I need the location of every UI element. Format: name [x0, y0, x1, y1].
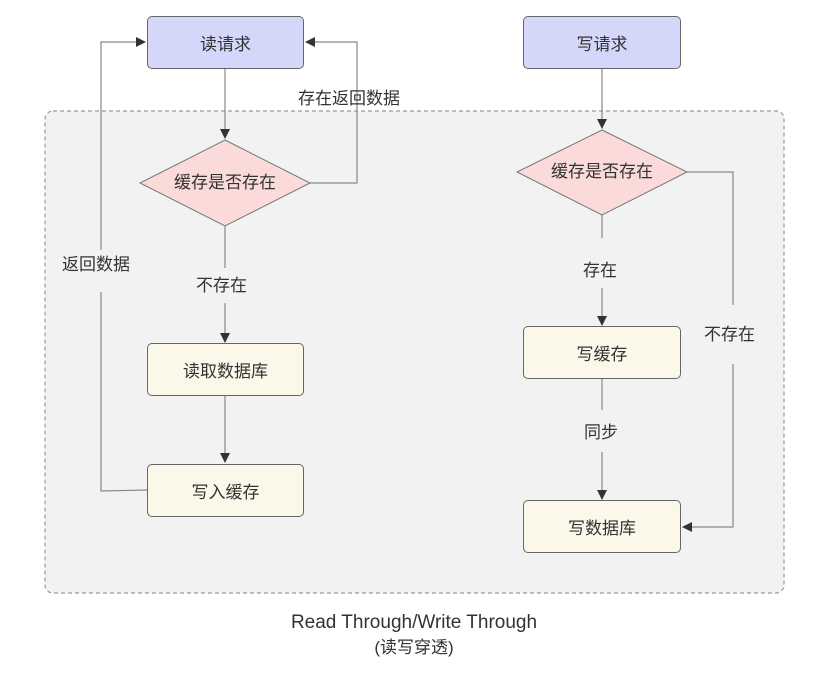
write-db-node[interactable]: 写数据库	[523, 500, 681, 553]
read-edge-not-exists-label: 不存在	[196, 276, 247, 296]
write-cache-read-node[interactable]: 写入缓存	[147, 464, 304, 517]
write-edge-sync-label: 同步	[584, 423, 618, 443]
read-edge-return-label: 返回数据	[62, 255, 130, 275]
read-decision-label: 缓存是否存在	[174, 173, 276, 193]
write-cache-label: 写缓存	[576, 345, 628, 365]
caption-title: Read Through/Write Through	[290, 612, 538, 633]
write-request-label: 写请求	[576, 35, 628, 55]
write-cache-node[interactable]: 写缓存	[523, 326, 681, 379]
edge-write-not-exists-1	[687, 171, 734, 305]
write-request-node[interactable]: 写请求	[523, 16, 681, 69]
caption-subtitle: (读写穿透)	[374, 638, 454, 657]
write-db-label: 写数据库	[568, 519, 636, 539]
read-edge-exists-label: 存在返回数据	[298, 89, 400, 109]
read-db-node[interactable]: 读取数据库	[147, 343, 304, 396]
edge-write-not-exists-2	[682, 364, 734, 532]
write-edge-not-exists-label: 不存在	[704, 325, 755, 345]
edge-read-return-data	[100, 292, 149, 492]
read-request-node[interactable]: 读请求	[147, 16, 304, 69]
read-db-label: 读取数据库	[183, 362, 268, 382]
write-cache-read-label: 写入缓存	[191, 483, 260, 503]
write-decision-label: 缓存是否存在	[551, 162, 653, 182]
read-request-label: 读请求	[200, 35, 251, 55]
edge-read-return-data-2	[100, 37, 146, 250]
write-edge-exists-label: 存在	[583, 261, 617, 281]
edge-read-exists-return	[305, 37, 358, 184]
